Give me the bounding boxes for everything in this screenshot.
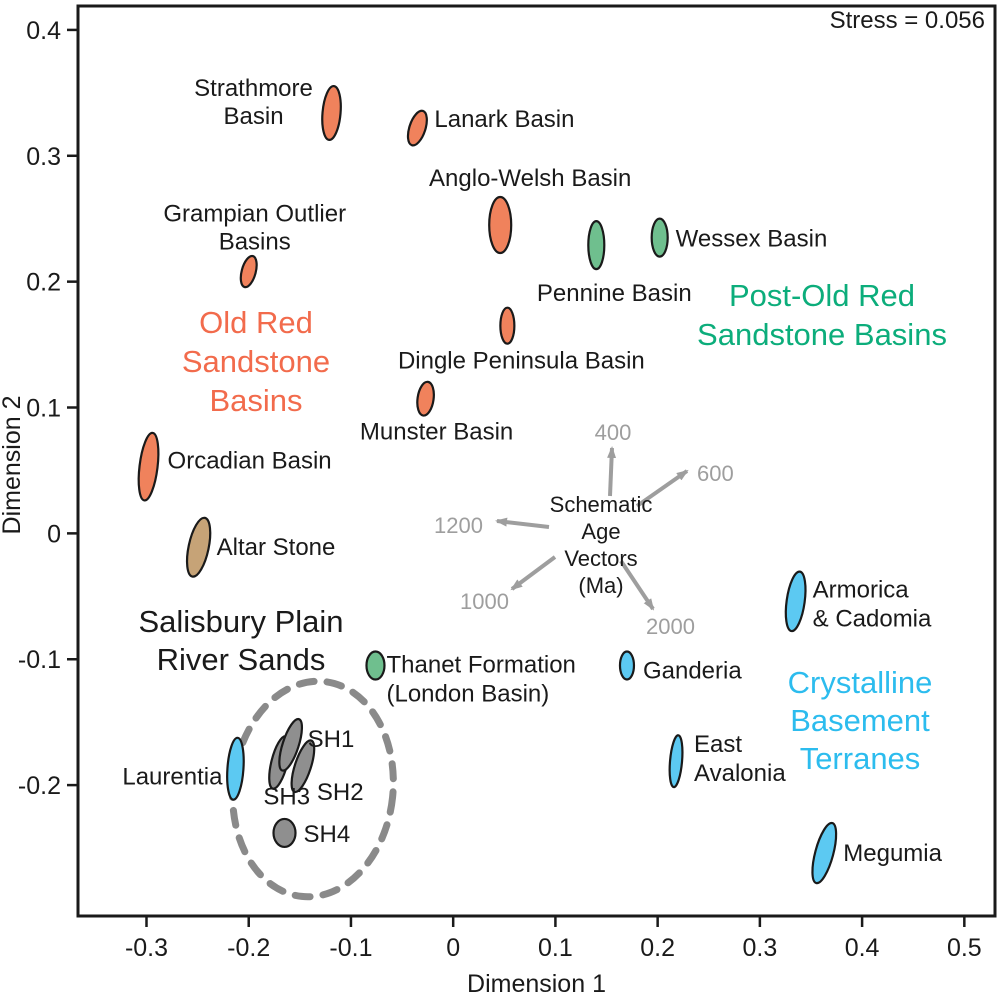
x-tick-label: 0.1 [538, 934, 573, 962]
x-tick-label: 0.3 [742, 934, 777, 962]
age-vector-label-400: 400 [595, 420, 632, 445]
y-tick-label: -0.1 [18, 646, 61, 674]
point-label-thanet-formation-london-basin: Thanet Formation [386, 652, 575, 679]
x-tick-label: 0.2 [640, 934, 675, 962]
age-vector-label-1000: 1000 [460, 589, 509, 614]
x-axis-title: Dimension 1 [467, 970, 606, 998]
age-vector-2000 [619, 559, 655, 611]
point-label-grampian-outlier-basins: Grampian Outlier [163, 201, 346, 228]
point-label-armorica-cadomia: Armorica [813, 576, 910, 603]
age-vector-400 [607, 446, 617, 497]
x-tick-label: -0.3 [125, 934, 168, 962]
age-vector-1200 [495, 517, 550, 529]
point-ellipse-megumia [811, 821, 838, 885]
group-label-post_ors: Post-Old Red [729, 278, 915, 313]
group-label-ors: Sandstone [182, 344, 330, 379]
age-vector-label-2000: 2000 [646, 614, 695, 639]
point-label-sh3: SH3 [263, 783, 310, 810]
group-label-sh: Salisbury Plain [138, 604, 343, 639]
point-label-anglo-welsh-basin: Anglo-Welsh Basin [429, 165, 631, 192]
point-ellipse-armorica-cadomia [784, 570, 807, 633]
point-label-east-avalonia: Avalonia [694, 760, 786, 787]
age-vectors-caption: Age [581, 519, 620, 544]
point-ellipse-sh1 [278, 717, 304, 772]
point-ellipse-sh2 [290, 739, 316, 794]
age-vectors-caption: Vectors [564, 546, 637, 571]
point-ellipse-thanet-formation-london-basin [365, 650, 386, 681]
plot-border [76, 4, 997, 918]
point-ellipse-wessex-basin [650, 217, 669, 258]
y-tick-label: 0.2 [26, 269, 61, 297]
y-tick-label: 0.4 [26, 17, 61, 45]
point-ellipse-sh4 [272, 817, 297, 849]
point-label-strathmore-basin: Strathmore [194, 75, 313, 102]
point-ellipse-pennine-basin [587, 220, 606, 271]
point-label-megumia: Megumia [843, 840, 942, 867]
point-label-strathmore-basin: Basin [224, 103, 284, 130]
point-label-sh1: SH1 [308, 726, 355, 753]
point-label-armorica-cadomia: & Cadomia [813, 605, 932, 632]
point-label-thanet-formation-london-basin: (London Basin) [386, 681, 549, 708]
y-tick-label: 0.1 [26, 395, 61, 423]
x-tick-label: 0 [446, 934, 460, 962]
age-vector-600 [635, 469, 689, 508]
x-tick-label: -0.1 [329, 934, 372, 962]
point-label-munster-basin: Munster Basin [360, 419, 513, 446]
x-tick-label: -0.2 [227, 934, 270, 962]
point-label-altar-stone: Altar Stone [217, 534, 336, 561]
point-ellipse-laurentia [226, 736, 245, 801]
point-ellipse-lanark-basin [406, 109, 428, 147]
age-vectors-caption: (Ma) [578, 573, 623, 598]
point-label-ganderia: Ganderia [643, 658, 742, 685]
stress-label: Stress = 0.056 [830, 7, 985, 34]
point-label-lanark-basin: Lanark Basin [434, 106, 574, 133]
point-ellipse-munster-basin [416, 380, 435, 417]
point-ellipse-anglo-welsh-basin [488, 195, 513, 255]
point-ellipse-altar-stone [185, 516, 212, 578]
x-tick-label: 0.5 [947, 934, 982, 962]
y-tick-label: 0 [47, 520, 61, 548]
point-ellipse-east-avalonia [668, 734, 684, 789]
y-tick-label: 0.3 [26, 143, 61, 171]
salisbury-samples-outline [229, 677, 397, 901]
group-label-ors: Basins [209, 383, 302, 418]
point-ellipse-strathmore-basin [321, 84, 342, 141]
point-label-pennine-basin: Pennine Basin [537, 280, 692, 307]
group-label-ors: Old Red [199, 305, 313, 340]
group-label-sh: River Sands [157, 642, 326, 677]
y-axis-title: Dimension 2 [0, 396, 26, 535]
point-label-east-avalonia: East [694, 731, 742, 758]
group-label-basement: Terranes [800, 741, 921, 776]
y-tick-label: -0.2 [18, 772, 61, 800]
point-ellipse-ganderia [618, 650, 636, 681]
point-ellipse-grampian-outlier-basins [239, 254, 258, 289]
group-label-basement: Basement [790, 703, 930, 738]
age-vector-label-600: 600 [697, 461, 734, 486]
age-vector-label-1200: 1200 [434, 513, 483, 538]
point-label-orcadian-basin: Orcadian Basin [168, 448, 332, 475]
point-label-wessex-basin: Wessex Basin [676, 226, 828, 253]
point-ellipse-dingle-peninsula-basin [499, 306, 516, 345]
point-label-laurentia: Laurentia [122, 764, 223, 791]
x-tick-label: 0.4 [845, 934, 880, 962]
point-ellipse-orcadian-basin [137, 431, 160, 502]
point-label-grampian-outlier-basins: Basins [219, 229, 291, 256]
point-label-dingle-peninsula-basin: Dingle Peninsula Basin [398, 348, 645, 375]
age-vector-1000 [510, 555, 557, 591]
age-vectors-caption: Schematic [550, 492, 653, 517]
point-label-sh2: SH2 [317, 779, 364, 806]
point-label-sh4: SH4 [304, 821, 351, 848]
group-label-post_ors: Sandstone Basins [697, 317, 947, 352]
group-label-basement: Crystalline [788, 665, 933, 700]
